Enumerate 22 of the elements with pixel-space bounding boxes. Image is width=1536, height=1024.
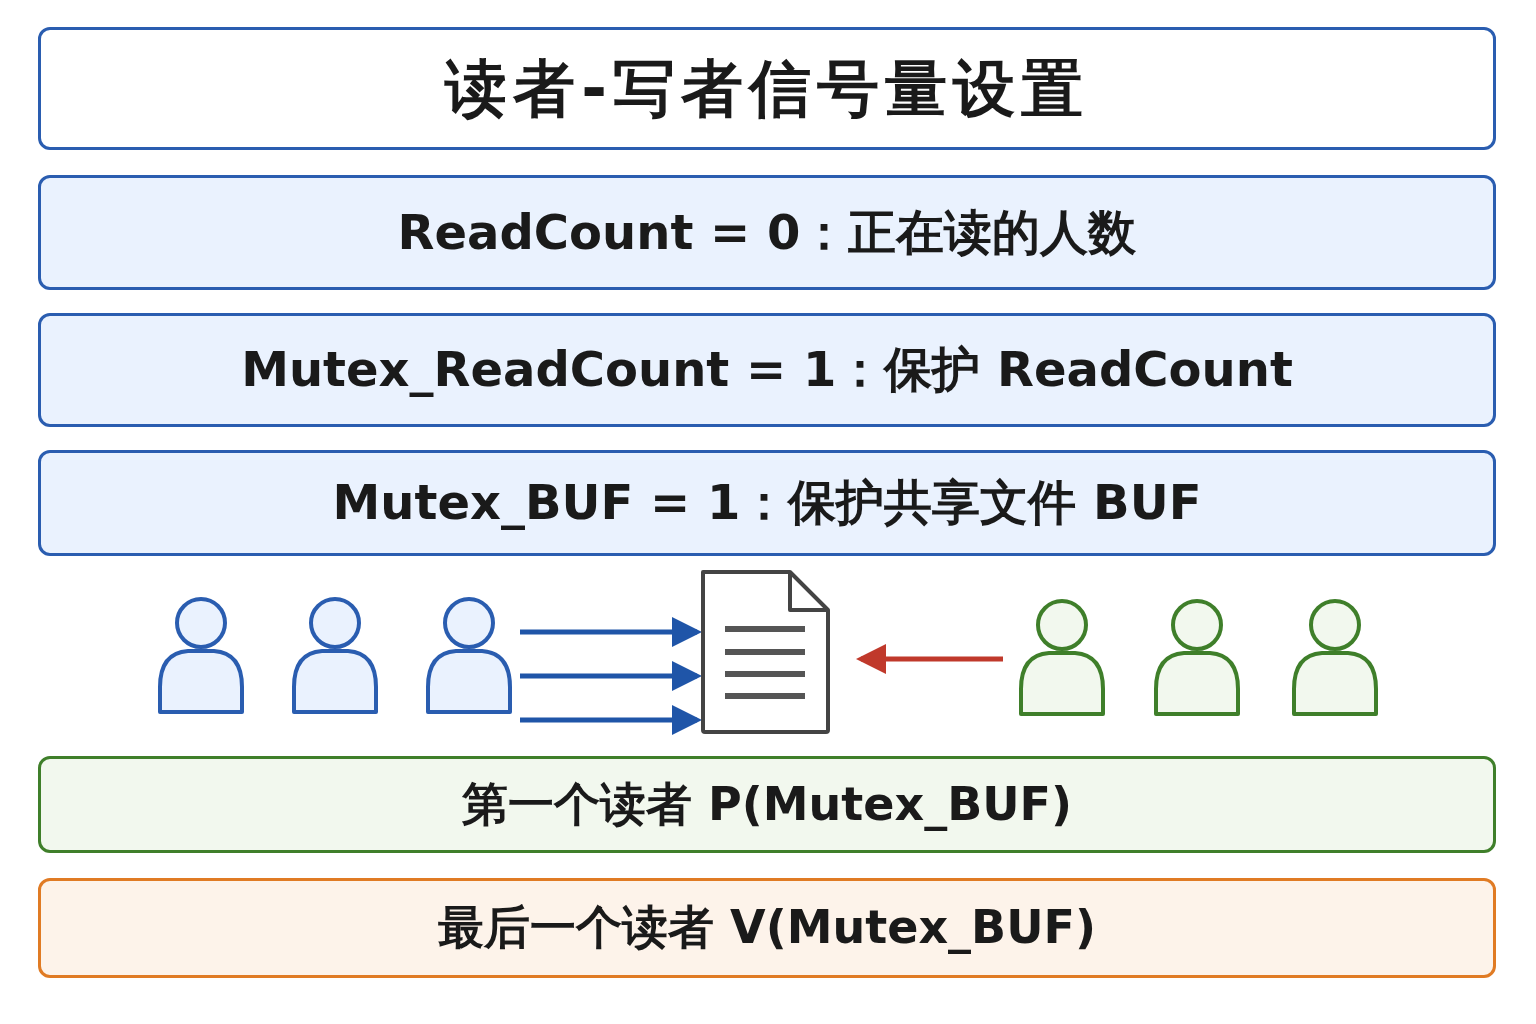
arrow — [520, 661, 702, 691]
person-icon — [1154, 599, 1240, 716]
note-box — [38, 878, 1496, 978]
arrow — [520, 705, 702, 735]
title-box — [38, 27, 1496, 150]
person-icon — [1292, 599, 1378, 716]
note-box — [38, 756, 1496, 853]
person-icon — [292, 597, 378, 714]
setting-text: Mutex_BUF = 1：保护共享文件 BUF — [332, 473, 1202, 532]
setting-box — [38, 175, 1496, 290]
title-text: 读者-写者信号量设置 — [445, 50, 1089, 127]
note-text: 最后一个读者 V(Mutex_BUF) — [438, 899, 1096, 956]
person-icon — [426, 597, 512, 714]
setting-box — [38, 450, 1496, 556]
document-icon — [700, 569, 831, 735]
person-icon — [1019, 599, 1105, 716]
note-text: 第一个读者 P(Mutex_BUF) — [462, 775, 1072, 833]
setting-text: Mutex_ReadCount = 1：保护 ReadCount — [241, 340, 1293, 399]
person-icon — [158, 597, 244, 714]
setting-text: ReadCount = 0：正在读的人数 — [397, 202, 1137, 262]
setting-box — [38, 313, 1496, 427]
arrow — [856, 644, 1003, 674]
